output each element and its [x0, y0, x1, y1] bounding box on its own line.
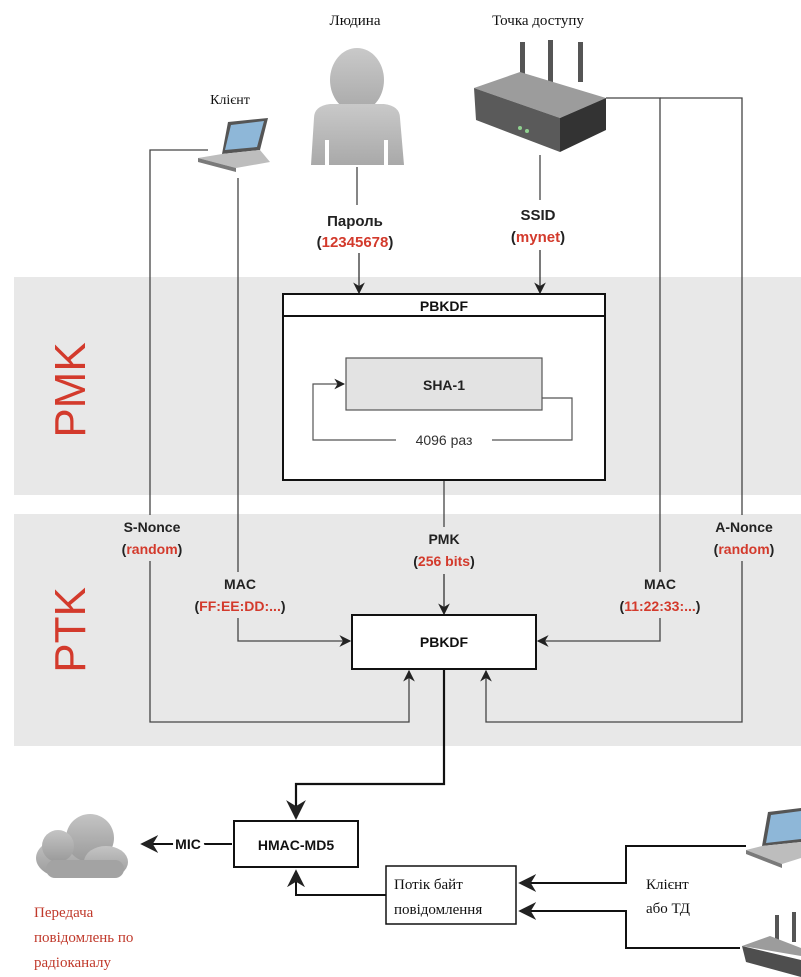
mac-client-value: (FF:EE:DD:...) — [195, 598, 286, 614]
radio-text-line1: Передача — [34, 905, 94, 921]
hmac-md5-label: HMAC-MD5 — [258, 837, 334, 853]
ap-to-stream-line — [518, 902, 740, 949]
ssid-label: SSID — [520, 207, 555, 224]
sha1-box: SHA-1 — [345, 357, 543, 411]
person-icon — [311, 48, 404, 165]
password-value: (12345678) — [317, 234, 394, 251]
router-icon — [474, 40, 606, 152]
stream-line1: Потік байт — [394, 877, 463, 893]
pbkdf-bottom-title: PBKDF — [420, 634, 469, 650]
radio-text-line3: радіоканалу — [34, 955, 111, 971]
access-point-label: Точка доступу — [492, 13, 584, 29]
client-or-ap-line1: Клієнт — [646, 877, 689, 893]
snonce-label: S-Nonce — [124, 519, 181, 535]
cloud-icon — [36, 814, 128, 878]
pbkdf-top-title: PBKDF — [420, 298, 469, 314]
pmk-label: PMK — [428, 531, 459, 547]
mic-label: MIC — [175, 836, 201, 852]
password-label: Пароль — [327, 213, 383, 230]
stream-line2: повідомлення — [394, 902, 482, 918]
ssid-value: (mynet) — [511, 229, 565, 246]
client-or-ap-line2: або ТД — [646, 901, 690, 917]
hmac-md5-box: HMAC-MD5 — [233, 820, 359, 868]
stream-to-hmac-arrow — [287, 869, 386, 896]
person-label: Людина — [330, 13, 381, 29]
anonce-value: (random) — [714, 541, 775, 557]
anonce-line — [480, 97, 743, 723]
message-stream-box: Потік байт повідомлення — [385, 865, 517, 925]
mac-ap-line — [536, 97, 661, 647]
iterations-label: 4096 раз — [416, 432, 473, 448]
mac-ap-label: MAC — [644, 576, 676, 592]
pmk-value: (256 bits) — [413, 553, 474, 569]
sha1-label: SHA-1 — [423, 377, 465, 393]
laptop-icon — [198, 118, 270, 172]
client-to-stream-line — [518, 845, 746, 892]
band-label-ptk: PTK — [46, 587, 95, 673]
mac-client-line — [237, 178, 352, 647]
router-icon — [742, 912, 801, 977]
radio-text-line2: повідомлень по — [34, 930, 133, 946]
laptop-icon — [746, 808, 801, 868]
ptk-to-hmac-line — [286, 669, 446, 820]
client-label: Клієнт — [210, 93, 250, 108]
mac-client-label: MAC — [224, 576, 256, 592]
iteration-loop — [312, 384, 573, 441]
snonce-line — [149, 149, 415, 723]
anonce-label: A-Nonce — [715, 519, 773, 535]
band-label-pmk: PMK — [46, 342, 95, 437]
pbkdf-bottom-box: PBKDF — [351, 614, 537, 670]
snonce-value: (random) — [122, 541, 183, 557]
mac-ap-value: (11:22:33:...) — [620, 598, 701, 614]
